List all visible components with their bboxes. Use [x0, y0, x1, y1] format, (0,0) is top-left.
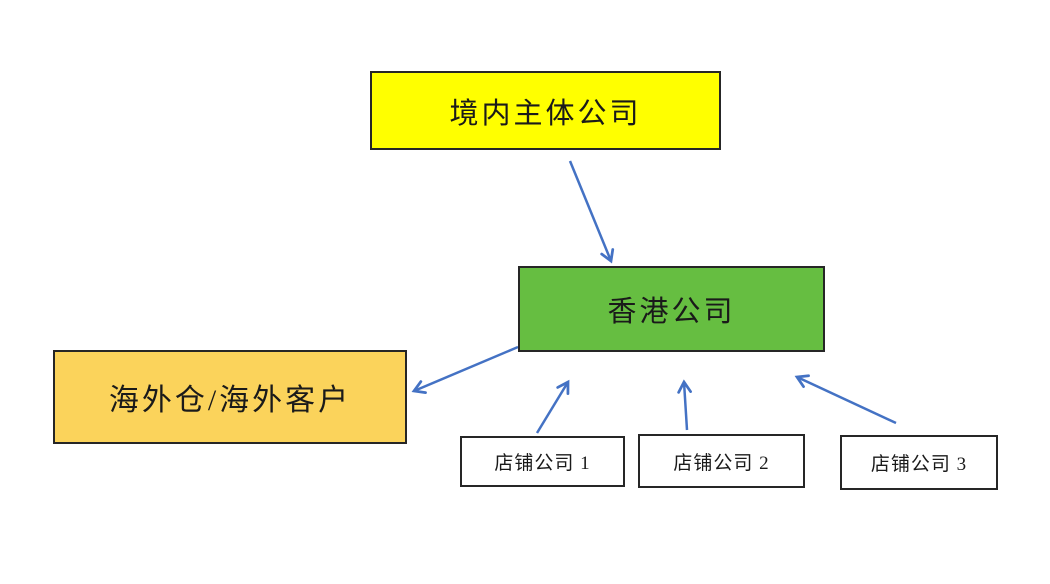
arrow-shop3-to-hongkong [794, 374, 897, 425]
node-shop-company-3: 店铺公司 3 [840, 435, 998, 490]
arrow-shop1-to-hongkong [535, 379, 570, 434]
node-shop-company-2: 店铺公司 2 [638, 434, 805, 488]
node-overseas-warehouse-customers-label: 海外仓/海外客户 [108, 384, 352, 417]
node-shop-company-3-label: 店铺公司 3 [870, 454, 968, 475]
arrow-domestic-to-hongkong [568, 160, 615, 264]
node-domestic-company: 境内主体公司 [370, 71, 721, 150]
node-hongkong-company: 香港公司 [518, 266, 825, 352]
node-domestic-company-label: 境内主体公司 [449, 97, 642, 130]
node-shop-company-1: 店铺公司 1 [460, 436, 625, 487]
node-shop-company-2-label: 店铺公司 2 [673, 452, 770, 474]
arrow-shop2-to-hongkong [677, 379, 692, 431]
node-shop-company-1-label: 店铺公司 1 [494, 453, 591, 474]
node-overseas-warehouse-customers: 海外仓/海外客户 [53, 350, 407, 444]
arrow-hongkong-to-overseas [411, 345, 519, 395]
node-hongkong-company-label: 香港公司 [607, 296, 736, 328]
